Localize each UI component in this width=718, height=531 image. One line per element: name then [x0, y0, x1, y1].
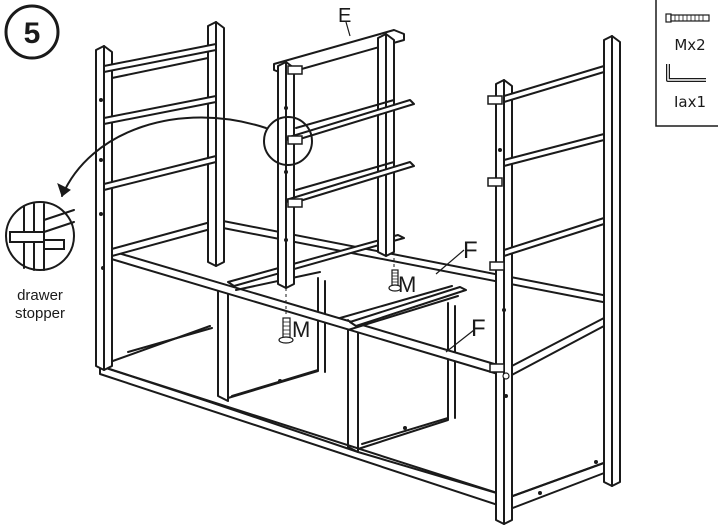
center-divider-e	[273, 29, 415, 314]
label-m-lower: M	[292, 317, 310, 342]
label-f-upper: F	[463, 237, 478, 264]
detail-callout: drawer stopper	[5, 116, 313, 322]
label-m-upper: M	[398, 272, 416, 297]
label-f-lower: F	[471, 315, 486, 342]
allen-key-count: Iax1	[674, 93, 706, 111]
step-number: 5	[24, 17, 41, 50]
screw-icon	[388, 269, 402, 292]
allen-key-icon	[666, 64, 706, 82]
parts-box: Mx2 Iax1	[655, 0, 718, 127]
drawer-stopper-detail	[9, 203, 75, 271]
screw-icon	[665, 13, 710, 23]
step-badge: 5	[4, 4, 60, 60]
detail-caption-line1: drawer	[17, 287, 63, 304]
label-e: E	[338, 5, 351, 27]
detail-caption-line2: stopper	[15, 305, 65, 322]
screw-icon	[278, 317, 294, 344]
left-side-panel	[95, 21, 225, 371]
lower-compartments	[109, 277, 598, 495]
screw-count: Mx2	[674, 36, 705, 54]
cabinet-base	[99, 365, 613, 510]
callout-labels: E F F M M	[292, 5, 486, 353]
right-side-panel	[487, 35, 621, 525]
